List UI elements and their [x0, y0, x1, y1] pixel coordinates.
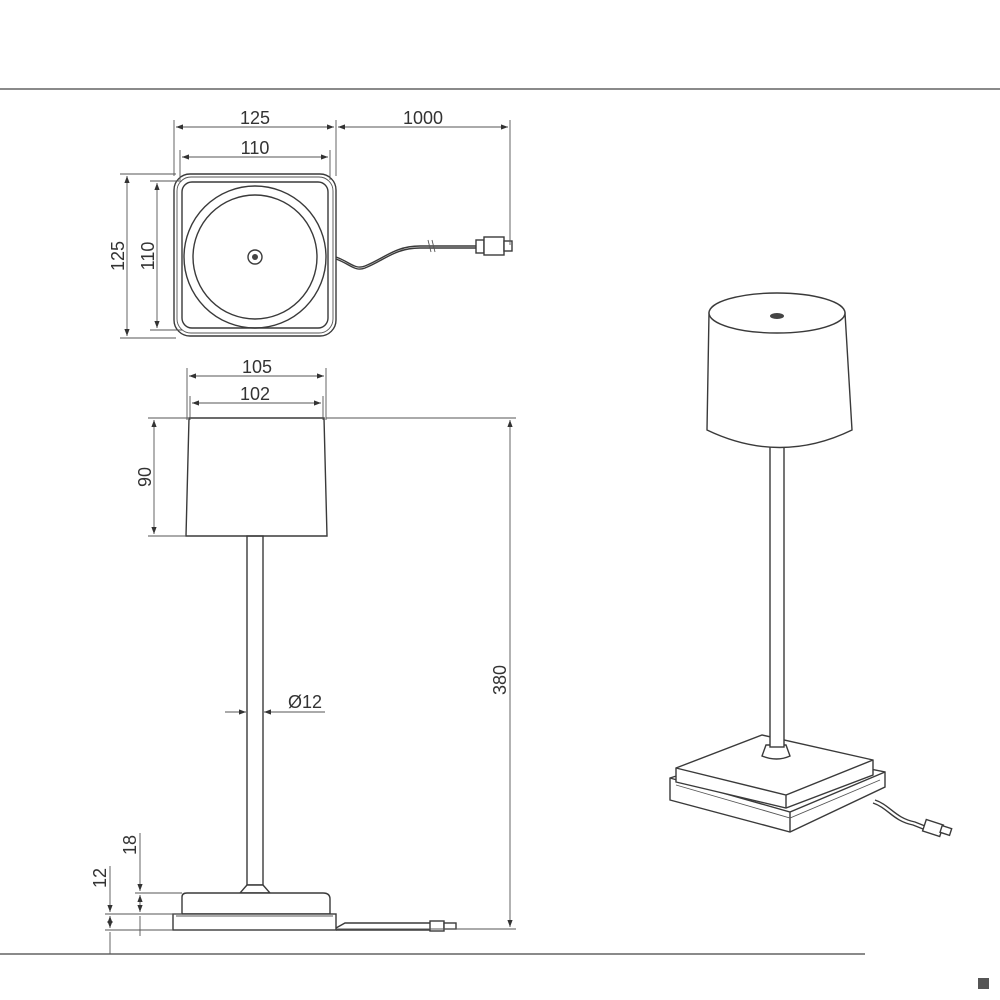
dim-pole-diameter: Ø12	[288, 692, 322, 712]
dim-shade-width-inner: 102	[240, 384, 270, 404]
perspective-view	[669, 292, 953, 838]
dim-top-depth-outer: 125	[108, 241, 128, 271]
lamp-base	[181, 892, 331, 915]
perspective-pole	[769, 444, 785, 748]
touch-button-icon	[247, 249, 263, 265]
dim-base-upper-height: 18	[120, 835, 140, 855]
dim-shade-height: 90	[135, 467, 155, 487]
side-usb-cable	[335, 922, 430, 931]
perspective-shade	[706, 312, 853, 449]
top-view: 125 1000 110 125 110	[108, 108, 513, 339]
dim-shade-width-outer: 105	[242, 357, 272, 377]
dim-top-depth-inner: 110	[138, 242, 158, 271]
usb-connector	[475, 239, 485, 254]
usb-cable	[335, 245, 476, 268]
dim-base-lower-height: 12	[90, 868, 110, 888]
dim-total-height: 380	[490, 665, 510, 695]
lamp-shade	[185, 417, 328, 537]
corner-marker	[978, 978, 989, 989]
perspective-cable	[874, 799, 926, 827]
dim-cable-length: 1000	[403, 108, 443, 128]
dim-top-width-outer: 125	[240, 108, 270, 128]
dim-top-width-inner: 110	[241, 138, 270, 158]
lamp-pole	[246, 535, 264, 886]
side-view: 105 102 90 380 Ø12 18 12	[90, 357, 516, 954]
